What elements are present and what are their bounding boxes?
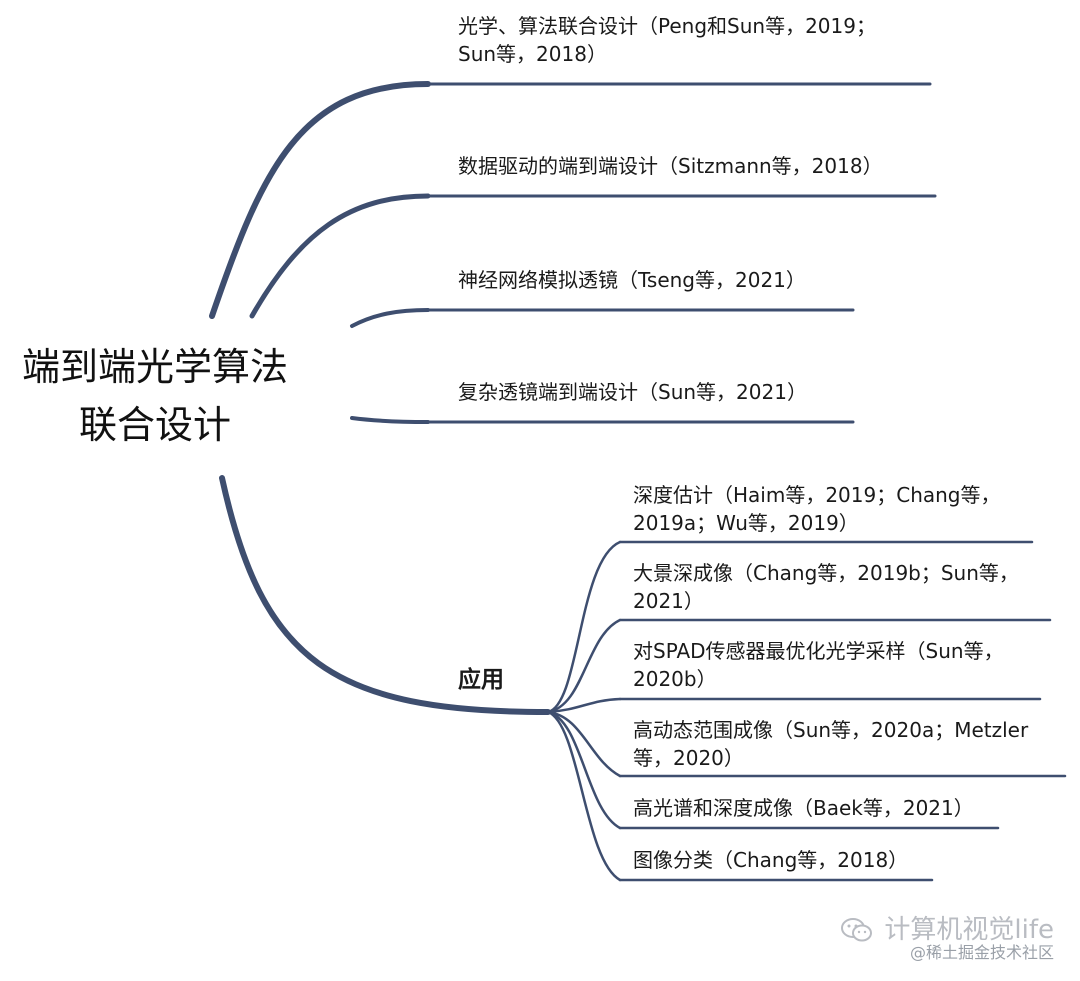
topic-3-line1: 神经网络模拟透镜（Tseng等，2021） [458,268,806,292]
app-1-line1: 深度估计（Haim等，2019；Chang等， [633,483,1001,507]
root-title-line1: 端到端光学算法 [21,345,288,389]
topic-4-line1: 复杂透镜端到端设计（Sun等，2021） [458,380,807,404]
topic-node-4: 复杂透镜端到端设计（Sun等，2021） [458,378,807,406]
app-4-line2: 等，2020） [633,746,744,770]
app-node-6: 图像分类（Chang等，2018） [633,846,908,874]
connector-topic-2 [249,193,431,319]
applications-label: 应用 [458,667,504,693]
topic-2-line1: 数据驱动的端到端设计（Sitzmann等，2018） [458,154,883,178]
connector-app-5 [546,710,622,830]
topic-1-line1: 光学、算法联合设计（Peng和Sun等，2019； [458,14,876,38]
app-node-1: 深度估计（Haim等，2019；Chang等， 2019a；Wu等，2019） [633,481,1001,537]
connector-app-4 [546,710,622,778]
app-node-4: 高动态范围成像（Sun等，2020a；Metzler 等，2020） [633,716,1028,772]
connector-app-2 [546,618,622,714]
watermark-main-text: 计算机视觉life [884,915,1054,945]
topic-node-3: 神经网络模拟透镜（Tseng等，2021） [458,266,806,294]
root-title-line2: 联合设计 [78,403,231,447]
topic-1-line2: Sun等，2018） [458,42,607,66]
connector-app-3 [546,697,622,714]
connector-topic-3 [350,308,430,328]
watermark: 计算机视觉life @稀土掘金技术社区 [840,916,1054,962]
connector-topic-4 [350,416,430,424]
app-node-2: 大景深成像（Chang等，2019b；Sun等， 2021） [633,559,1019,615]
app-node-3: 对SPAD传感器最优化光学采样（Sun等， 2020b） [633,637,1004,693]
app-3-line1: 对SPAD传感器最优化光学采样（Sun等， [633,639,1004,663]
app-4-line1: 高动态范围成像（Sun等，2020a；Metzler [633,718,1029,742]
topic-node-1: 光学、算法联合设计（Peng和Sun等，2019； Sun等，2018） [458,12,876,68]
root-node: 端到端光学算法 联合设计 [0,338,310,454]
watermark-sub-text: @稀土掘金技术社区 [909,943,1054,962]
app-1-line2: 2019a；Wu等，2019） [633,511,859,535]
app-3-line2: 2020b） [633,667,717,691]
app-node-5: 高光谱和深度成像（Baek等，2021） [633,794,974,822]
app-6-line1: 图像分类（Chang等，2018） [633,848,909,872]
connector-topic-1 [209,81,431,319]
topic-node-2: 数据驱动的端到端设计（Sitzmann等，2018） [458,152,883,180]
connector-app-1 [546,540,622,714]
connector-app-6 [546,710,622,882]
wechat-icon [841,918,873,942]
connector-applications [219,475,551,715]
app-2-line1: 大景深成像（Chang等，2019b；Sun等， [633,561,1019,585]
app-5-line1: 高光谱和深度成像（Baek等，2021） [633,796,974,820]
app-2-line2: 2021） [633,589,704,613]
